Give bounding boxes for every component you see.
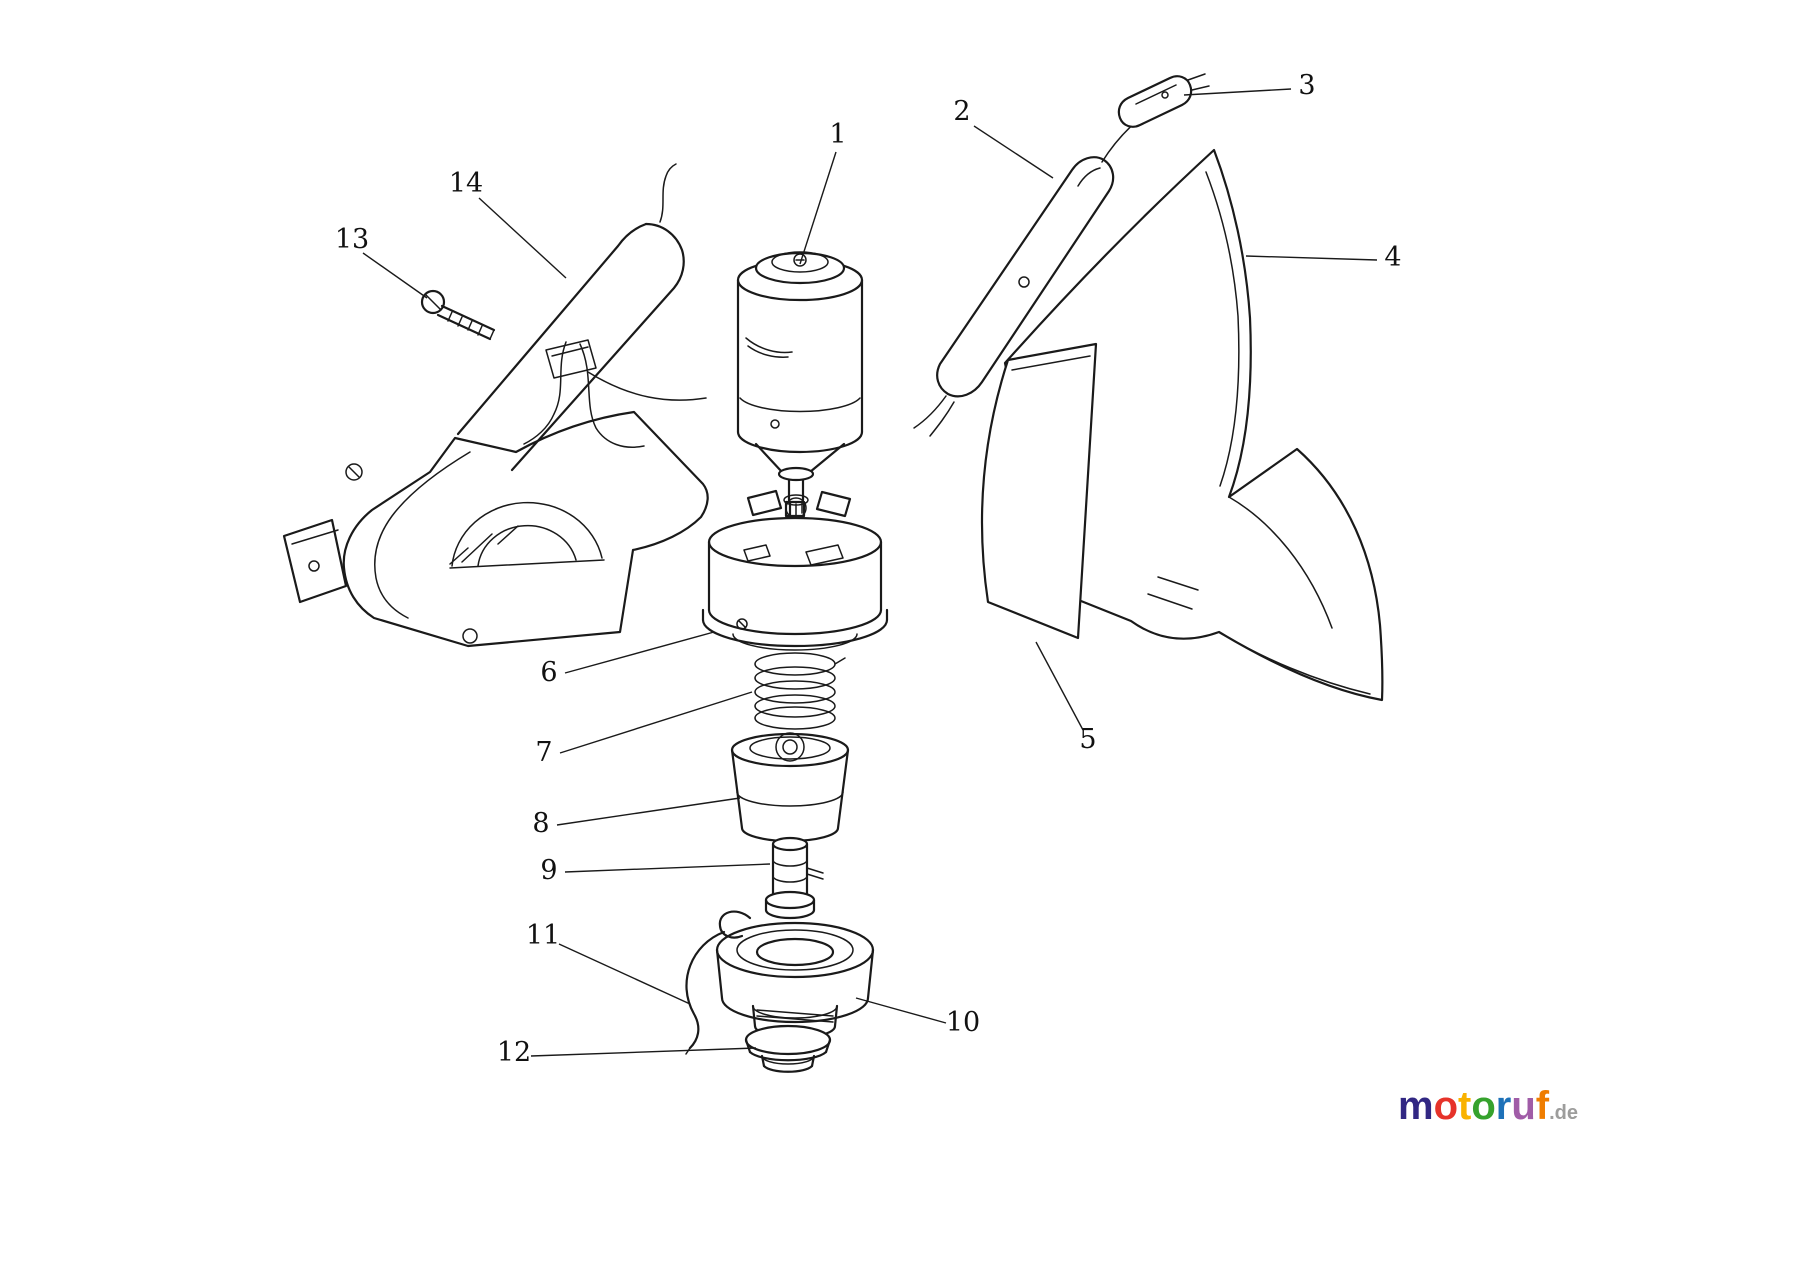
- part-number-10: 10: [946, 1007, 980, 1038]
- callout-line-10: [855, 997, 947, 1024]
- connector-part-3: [1117, 73, 1210, 128]
- part-number-3: 3: [1298, 70, 1315, 101]
- shield-panel-part-5: [980, 342, 1098, 640]
- part-number-2: 2: [953, 96, 970, 127]
- spring-part-7: [754, 652, 846, 730]
- logo-letter: m: [1398, 1084, 1434, 1128]
- cable-part-2: [913, 119, 1139, 437]
- motor-part-1: [736, 251, 864, 519]
- bump-knob-part-12: [744, 1024, 832, 1073]
- callout-line-4: [1245, 255, 1378, 261]
- part-number-13: 13: [335, 224, 369, 255]
- callout-line-5: [1035, 641, 1084, 731]
- callout-line-8: [556, 797, 741, 826]
- part-number-7: 7: [535, 737, 552, 768]
- callout-line-1: [799, 151, 837, 265]
- part-number-11: 11: [526, 920, 560, 951]
- drive-spool-part-6: [701, 489, 889, 651]
- logo-letter: r: [1495, 1084, 1512, 1128]
- callout-line-13: [362, 252, 428, 299]
- spool-housing-part-10: [715, 921, 875, 1040]
- logo-letter: t: [1458, 1084, 1472, 1128]
- part-number-9: 9: [540, 855, 557, 886]
- callout-line-12: [530, 1047, 757, 1057]
- callout-line-7: [559, 691, 753, 754]
- handle-housing-part-14: [282, 163, 709, 648]
- spool-part-8: [730, 732, 850, 843]
- part-number-5: 5: [1079, 724, 1096, 755]
- part-number-14: 14: [449, 168, 483, 199]
- logo-suffix: .de: [1549, 1102, 1579, 1124]
- callout-line-11: [558, 943, 691, 1005]
- part-number-12: 12: [497, 1037, 531, 1068]
- callout-line-6: [564, 631, 715, 674]
- part-number-6: 6: [540, 657, 557, 688]
- part-number-4: 4: [1384, 242, 1401, 273]
- logo-letter: o: [1471, 1084, 1496, 1128]
- logo-letter: u: [1511, 1084, 1536, 1128]
- logo-letter: o: [1433, 1084, 1459, 1128]
- part-number-1: 1: [829, 119, 846, 150]
- part-number-8: 8: [532, 808, 549, 839]
- callout-line-2: [973, 125, 1054, 179]
- logo-letter: f: [1535, 1084, 1550, 1128]
- callout-line-14: [478, 197, 567, 279]
- callout-line-9: [564, 863, 771, 873]
- spindle-part-9: [764, 836, 824, 920]
- bolt-part-13: [420, 289, 496, 341]
- callout-line-3: [1183, 88, 1292, 96]
